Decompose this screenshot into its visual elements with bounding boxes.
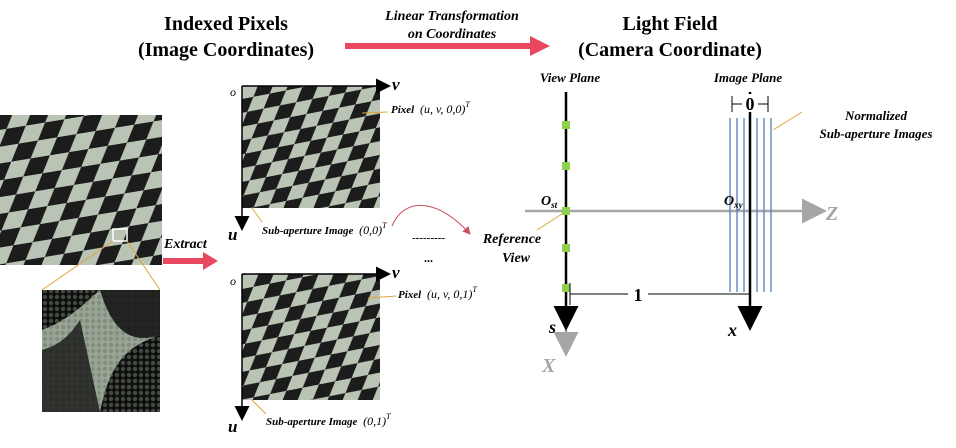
- extract-label: Extract: [163, 237, 208, 252]
- view-plane-label: View Plane: [540, 70, 601, 85]
- zero-label: 0: [746, 94, 755, 114]
- reference-dashes: ---------: [412, 232, 445, 244]
- x-axis-gray-label: X: [541, 355, 556, 377]
- view-square: [562, 284, 570, 292]
- top-pixel-leader: [361, 111, 389, 114]
- top-v-label: v: [392, 75, 400, 94]
- top-subap-leader: [251, 207, 263, 223]
- indexed-pixels-title: Indexed Pixels: [164, 13, 288, 35]
- reference-leader: [536, 211, 566, 231]
- z-axis-label: Z: [825, 203, 838, 225]
- top-subap-label: Sub-aperture Image (0,0)T: [262, 221, 387, 237]
- transform-arrow: [345, 36, 550, 56]
- bottom-pixel-label: Pixel (u, v, 0,1)T: [398, 285, 477, 301]
- s-axis-label: s: [548, 317, 556, 337]
- zoom-selection-box: [112, 228, 128, 242]
- subaperture-image-bottom: [242, 274, 380, 400]
- normalized-label-line2: Sub-aperture Images: [819, 126, 932, 141]
- o-st-label: Ost: [541, 194, 558, 210]
- transform-label-line2: on Coordinates: [408, 27, 497, 42]
- bottom-origin-label: o: [230, 274, 236, 288]
- bottom-pixel-leader: [367, 295, 397, 299]
- zoom-leader-left: [41, 240, 114, 291]
- normalized-label-line1: Normalized: [844, 108, 908, 123]
- bottom-u-label: u: [228, 417, 237, 436]
- reference-label-line1: Reference: [482, 232, 541, 247]
- normalized-leader: [772, 111, 803, 131]
- distance-label: 1: [634, 285, 643, 305]
- zoomed-microlens-image: [42, 290, 160, 412]
- reference-curved-arrow: [391, 204, 471, 235]
- subaperture-image-top: [242, 86, 380, 208]
- image-plane-label: Image Plane: [713, 70, 782, 85]
- light-field-title: Light Field: [622, 13, 717, 35]
- o-xy-label: Oxy: [724, 194, 744, 210]
- normalized-subaperture-lines: [729, 118, 772, 292]
- bottom-subap-label: Sub-aperture Image (0,1)T: [266, 412, 391, 428]
- reference-ellipsis: ...: [424, 251, 433, 265]
- camera-coordinate-title: (Camera Coordinate): [578, 39, 762, 61]
- transform-label-line1: Linear Transformation: [384, 9, 519, 24]
- view-square: [562, 244, 570, 252]
- top-pixel-label: Pixel (u, v, 0,0)T: [391, 100, 470, 116]
- bottom-subap-leader: [251, 399, 267, 415]
- raw-lightfield-image: [0, 115, 162, 265]
- top-origin-label: o: [230, 85, 236, 99]
- x-axis-label: x: [727, 320, 737, 340]
- bottom-v-label: v: [392, 263, 400, 282]
- image-coordinates-title: (Image Coordinates): [138, 39, 314, 61]
- view-square: [562, 162, 570, 170]
- view-square: [562, 121, 570, 129]
- reference-label-line2: View: [502, 251, 531, 266]
- extract-arrow: [163, 252, 218, 270]
- zoom-leader-right: [126, 240, 161, 291]
- view-square: [562, 207, 570, 215]
- top-u-label: u: [228, 225, 237, 244]
